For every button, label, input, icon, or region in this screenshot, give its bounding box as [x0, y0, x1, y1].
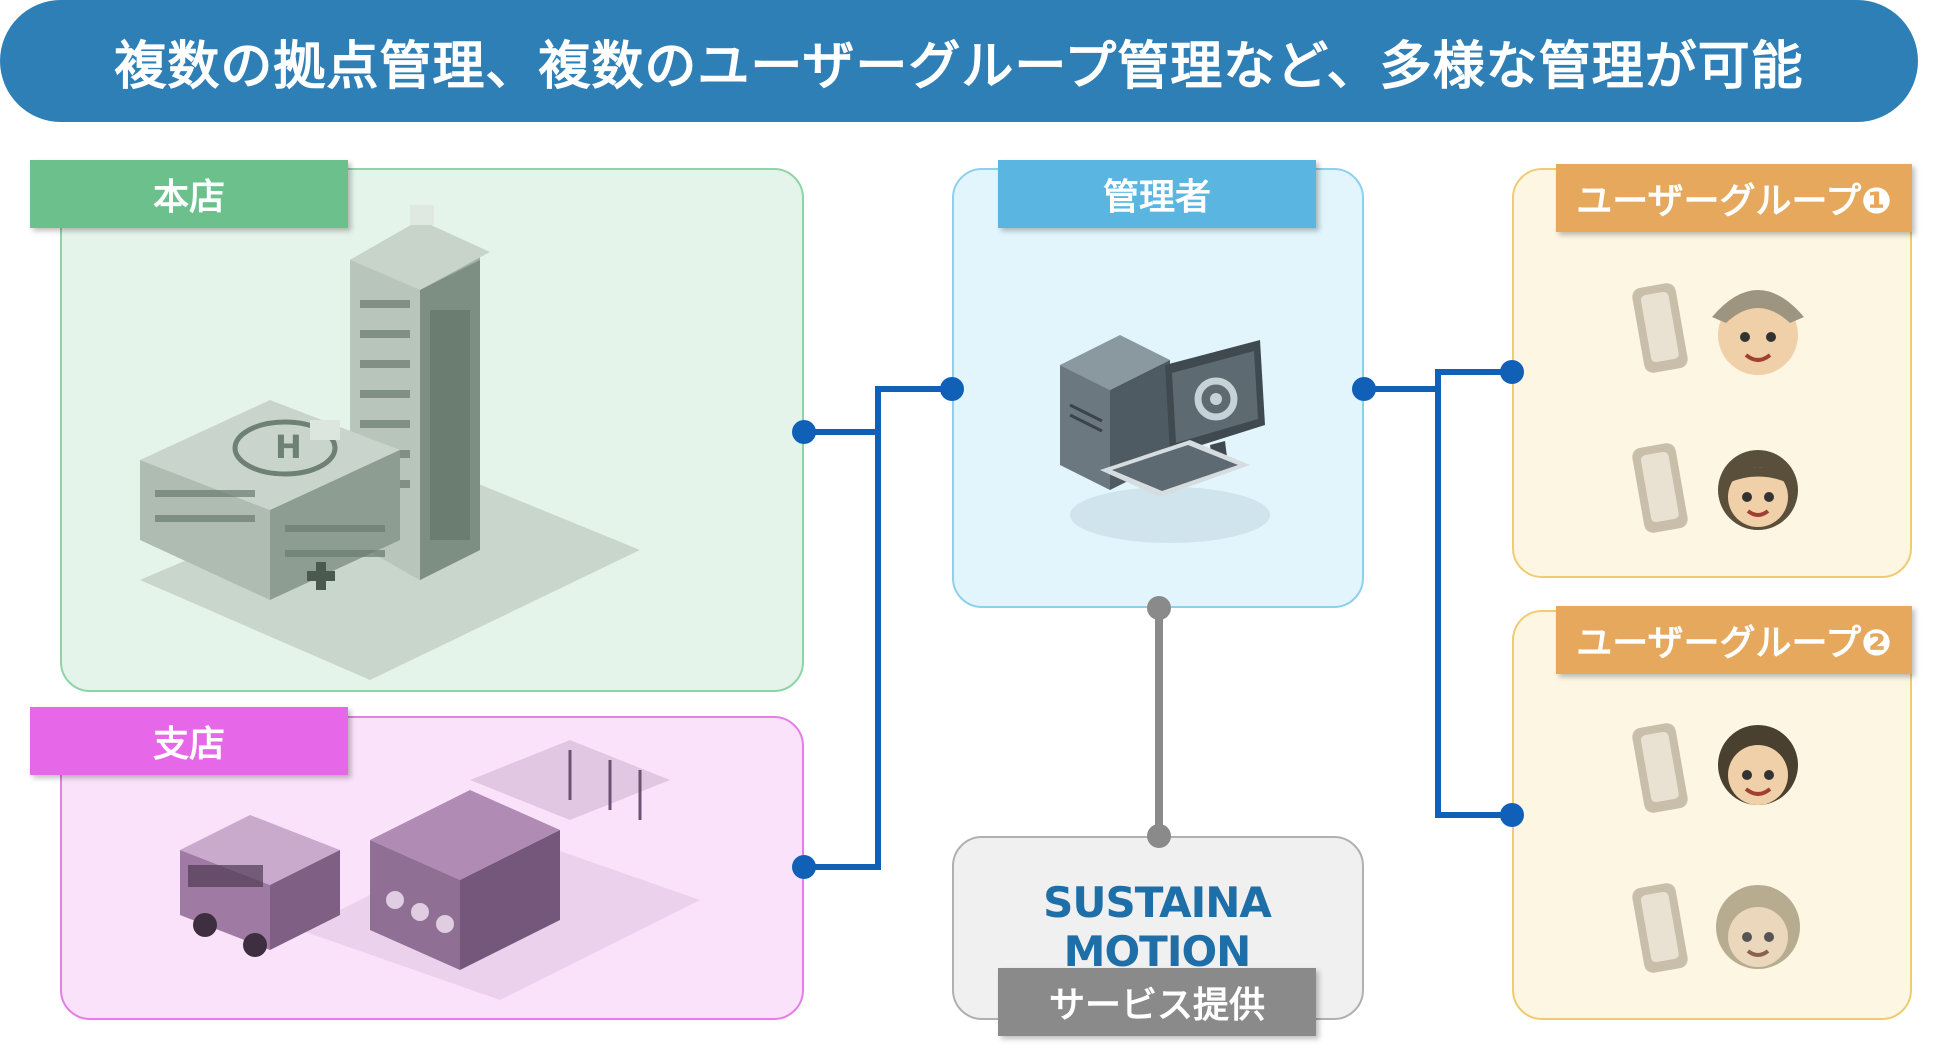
user-avatar-icon [1712, 290, 1804, 375]
group1-label: ユーザーグループ❶ [1576, 181, 1892, 222]
hospital-building-icon: H [140, 205, 640, 680]
honten-connector [804, 386, 952, 435]
smartphone-icon [1632, 443, 1688, 533]
shiten-label: 支店 [152, 724, 225, 765]
admin-left-dot [940, 377, 964, 401]
group2-tag: ユーザーグループ❷ [1556, 606, 1912, 674]
admin-label: 管理者 [1102, 177, 1211, 218]
group2-label: ユーザーグループ❷ [1576, 623, 1892, 664]
honten-node-dot [792, 420, 816, 444]
logo-text: SUSTAINA MOTION [1043, 878, 1272, 976]
group2-panel [1512, 610, 1912, 1020]
service-top-dot [1147, 824, 1171, 848]
group2-node-dot [1500, 803, 1524, 827]
group2-connector [1435, 372, 1512, 818]
service-label: サービス提供 [1048, 985, 1265, 1026]
user-avatar-icon [1716, 885, 1800, 969]
group2-users-icon [1632, 723, 1800, 973]
admin-right-dot [1352, 377, 1376, 401]
service-tag: サービス提供 [998, 968, 1316, 1036]
honten-label: 本店 [152, 177, 225, 218]
admin-tag: 管理者 [998, 160, 1316, 228]
computer-admin-icon [1060, 335, 1270, 543]
honten-tag: 本店 [30, 160, 348, 228]
group1-users-icon [1632, 283, 1804, 533]
title-banner: 複数の拠点管理、複数のユーザーグループ管理など、多様な管理が可能 [0, 0, 1918, 122]
shiten-connector [804, 432, 881, 870]
shiten-node-dot [792, 855, 816, 879]
user-avatar-icon [1718, 725, 1798, 805]
smartphone-icon [1632, 283, 1688, 373]
kindergarten-bus-icon [180, 740, 700, 1000]
admin-bottom-dot [1147, 596, 1171, 620]
smartphone-icon [1632, 883, 1688, 973]
group1-node-dot [1500, 360, 1524, 384]
svg-text:H: H [275, 428, 302, 466]
shiten-tag: 支店 [30, 707, 348, 775]
user-avatar-icon [1718, 450, 1798, 530]
title-text: 複数の拠点管理、複数のユーザーグループ管理など、多様な管理が可能 [114, 36, 1804, 97]
sustaina-motion-logo: SUSTAINA MOTION [950, 878, 1364, 976]
group1-tag: ユーザーグループ❶ [1556, 164, 1912, 232]
group1-panel [1512, 168, 1912, 578]
smartphone-icon [1632, 723, 1688, 813]
